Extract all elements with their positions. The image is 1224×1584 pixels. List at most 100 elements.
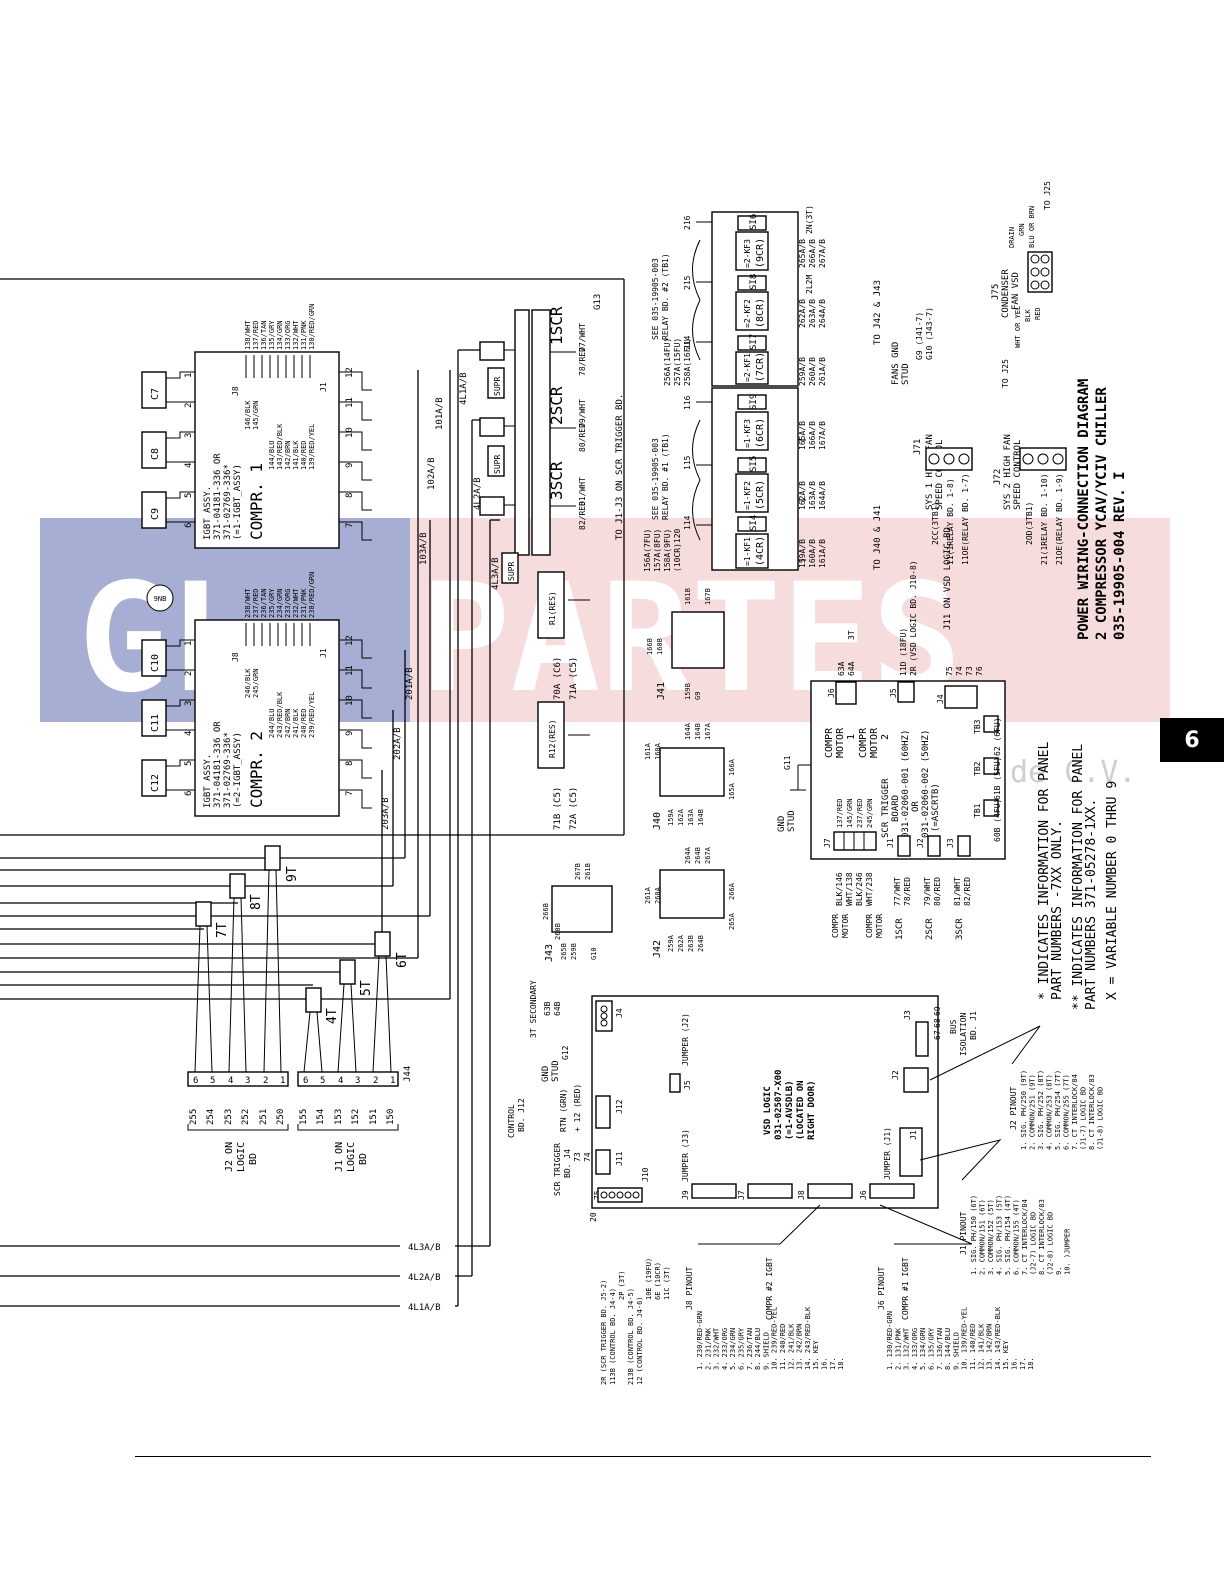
svg-text:142/BRN: 142/BRN	[284, 440, 292, 470]
svg-text:63B: 63B	[543, 1001, 552, 1016]
svg-text:G9 (J41-7): G9 (J41-7)	[915, 312, 924, 360]
svg-text:161A: 161A	[644, 742, 652, 760]
pinout-row: 17.	[1019, 1357, 1027, 1370]
svg-text:157A(8FU): 157A(8FU)	[653, 529, 662, 572]
igbt-assembly-compr-2: IGBT ASSY. 371-04181-336 OR 371-02769-33…	[141, 572, 372, 817]
svg-text:143/RED/BLK: 143/RED/BLK	[276, 423, 284, 470]
pinout-row: 6. COMMON/255 (7T)	[1063, 1074, 1071, 1150]
svg-text:153: 153	[334, 1109, 344, 1125]
svg-text:145/GRN: 145/GRN	[252, 400, 260, 430]
svg-text:11(1RELAY BD. 1-8): 11(1RELAY BD. 1-8)	[946, 478, 955, 565]
pinout-row: 16.	[1011, 1357, 1019, 1370]
svg-text:257A(15FU): 257A(15FU)	[673, 338, 682, 386]
svg-text:160B: 160B	[656, 638, 664, 655]
svg-text:162A: 162A	[677, 808, 685, 826]
svg-text:4L1A/B: 4L1A/B	[408, 1303, 441, 1313]
svg-text:WHT/138: WHT/138	[845, 872, 854, 906]
svg-text:TO J25: TO J25	[1043, 181, 1052, 210]
pinout-row: 8. 144/BLU	[944, 1328, 952, 1370]
pinout-row: 2. 231/PNK	[704, 1327, 712, 1370]
svg-text:11C (3T): 11C (3T)	[663, 1266, 671, 1300]
svg-text:80/RED: 80/RED	[578, 423, 587, 452]
svg-text:165A/B: 165A/B	[798, 421, 807, 450]
svg-text:5: 5	[184, 493, 194, 498]
svg-text:J7: J7	[823, 838, 832, 848]
svg-text:63A: 63A	[837, 661, 846, 676]
svg-text:J12: J12	[615, 1099, 624, 1114]
svg-text:=2-KF2: =2-KF2	[743, 299, 752, 328]
svg-text:1: 1	[184, 641, 194, 646]
svg-text:7T: 7T	[215, 922, 230, 938]
svg-text:235/GRY: 235/GRY	[268, 588, 276, 618]
vsd-logic-board: VSD LOGIC 031-02507-X00 (=1-AVSDLB) (LOC…	[507, 980, 978, 1385]
svg-text:STUD: STUD	[551, 1060, 561, 1082]
svg-text:64A: 64A	[847, 661, 856, 676]
svg-text:251: 251	[259, 1109, 269, 1125]
svg-text:J8: J8	[231, 386, 240, 396]
svg-text:161B: 161B	[684, 588, 692, 605]
svg-text:RELAY BD. #1 (TB1): RELAY BD. #1 (TB1)	[661, 433, 670, 520]
pinout-row: 11. 140/RED	[969, 1324, 977, 1370]
svg-text:137/RED: 137/RED	[836, 798, 844, 828]
svg-text:SUPR: SUPR	[493, 377, 502, 396]
svg-text:164B: 164B	[697, 809, 705, 826]
pinout-row: 9.	[1055, 1267, 1063, 1275]
svg-text:=2-KF3: =2-KF3	[743, 239, 752, 268]
bottom-rule	[135, 1456, 1151, 1457]
svg-text:232/WHT: 232/WHT	[292, 588, 300, 618]
svg-text:163A/B: 163A/B	[808, 481, 817, 510]
svg-text:J10: J10	[641, 1167, 650, 1182]
svg-text:132/WHT: 132/WHT	[292, 320, 300, 350]
pinout-row: 7. CT INTERLOCK/84	[1071, 1074, 1079, 1150]
pinout-row: 14. 243/RED-BLK	[804, 1306, 812, 1370]
svg-text:3SCR: 3SCR	[547, 461, 566, 500]
svg-text:OR: OR	[911, 801, 921, 812]
svg-text:264B: 264B	[697, 935, 705, 952]
svg-text:WHT OR YEL: WHT OR YEL	[1014, 306, 1022, 348]
svg-text:FANS GND: FANS GND	[891, 342, 901, 385]
svg-text:3: 3	[245, 1076, 250, 1086]
svg-text:J40: J40	[652, 812, 663, 830]
svg-text:261A/B: 261A/B	[818, 357, 827, 386]
svg-text:J1 PINOUT: J1 PINOUT	[959, 1211, 968, 1255]
svg-text:64B: 64B	[553, 1001, 562, 1016]
svg-text:164A: 164A	[684, 722, 692, 740]
svg-text:J1: J1	[886, 838, 895, 848]
svg-text:166A: 166A	[728, 758, 736, 776]
svg-text:J3: J3	[903, 1010, 912, 1020]
svg-text:2: 2	[880, 734, 891, 740]
svg-text:COMPR. 1: COMPR. 1	[247, 463, 266, 540]
svg-text:6: 6	[184, 523, 194, 528]
svg-text:265B: 265B	[560, 943, 568, 960]
svg-text:266A: 266A	[728, 882, 736, 900]
svg-text:(4CR): (4CR)	[755, 536, 766, 566]
svg-text:2R (SCR TRIGGER BD. J5-2): 2R (SCR TRIGGER BD. J5-2)	[600, 1280, 608, 1385]
svg-text:MOTOR: MOTOR	[835, 727, 846, 758]
svg-text:031-02060-001 (60HZ): 031-02060-001 (60HZ)	[901, 730, 911, 838]
pinout-row: 10. )JUMPER	[1064, 1228, 1072, 1275]
svg-text:3T SECONDARY: 3T SECONDARY	[529, 980, 538, 1038]
svg-text:J2 ON: J2 ON	[224, 1142, 235, 1172]
title-line-3: 035-19905-004 REV. I	[1112, 471, 1128, 640]
pinout-row: 12. 241/BLK	[787, 1323, 795, 1370]
svg-text:230/RED/GRN: 230/RED/GRN	[308, 572, 316, 618]
svg-text:4: 4	[184, 731, 194, 736]
svg-text:4: 4	[184, 463, 194, 468]
svg-text:RED: RED	[1034, 307, 1042, 320]
svg-text:G12: G12	[561, 1045, 570, 1060]
svg-text:261B: 261B	[584, 863, 592, 880]
svg-text:371-04181-336 OR: 371-04181-336 OR	[213, 721, 223, 808]
svg-text:113B (CONTROL BD. J4-4): 113B (CONTROL BD. J4-4)	[609, 1288, 617, 1385]
svg-text:J6: J6	[859, 1190, 868, 1200]
svg-text:J8 PINOUT: J8 PINOUT	[685, 1266, 694, 1310]
pinout-row: 3. 232/WHT	[713, 1327, 721, 1370]
svg-text:J9: J9	[681, 1190, 690, 1200]
svg-text:J11 ON VSD LOGIC BD: J11 ON VSD LOGIC BD	[943, 527, 953, 630]
pinout-row: 4. 133/ORG	[911, 1328, 919, 1370]
svg-text:LOGIC: LOGIC	[346, 1142, 357, 1172]
svg-text:267A/B: 267A/B	[818, 239, 827, 268]
svg-text:SEE 035-19905-003: SEE 035-19905-003	[651, 258, 660, 340]
svg-text:COMPR: COMPR	[858, 727, 869, 758]
svg-text:10: 10	[345, 427, 355, 438]
